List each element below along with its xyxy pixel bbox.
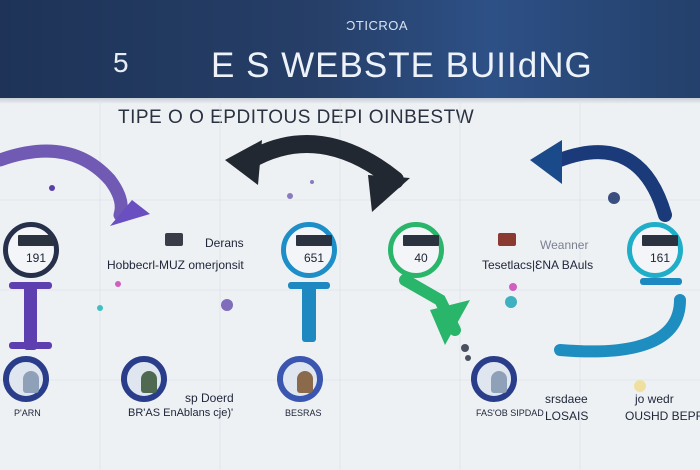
teal-connector-cap — [288, 282, 330, 289]
process-diagram — [0, 100, 700, 470]
header-number: 5 — [113, 47, 129, 78]
dark-curved-arrow — [241, 135, 404, 189]
avatar-node-4 — [471, 356, 517, 402]
node-number: 40 — [414, 251, 428, 265]
thumbnail-image — [498, 233, 516, 246]
dark-arrowhead-right — [368, 175, 410, 212]
navy-curved-arrow — [553, 145, 672, 222]
purple-connector-cap-top — [9, 282, 52, 289]
node-number: 651 — [303, 251, 325, 265]
avatar-node-3 — [277, 356, 323, 402]
navy-arrowhead — [530, 140, 562, 184]
purple-connector — [24, 282, 37, 350]
node-ring-4: 40 — [388, 222, 444, 278]
node-label: srsdaee — [545, 392, 588, 406]
avatar-node-2 — [121, 356, 167, 402]
node-number: 161 — [649, 251, 671, 265]
node-label: sp Doerd — [185, 391, 234, 405]
node-label: Hobbecrl-MUZ omerjonsit — [107, 258, 244, 272]
brand-name: ƆTICROA — [346, 18, 408, 33]
node-label: jo wedr — [635, 392, 674, 406]
thumbnail-image — [165, 233, 183, 246]
person-icon — [297, 371, 313, 393]
purple-connector-cap-bottom — [9, 342, 52, 349]
teal-lower-curve — [554, 294, 686, 358]
node-label: LOSAIS — [545, 409, 589, 423]
node-badge — [18, 235, 54, 246]
node-label: BESRAS — [285, 408, 322, 418]
node-badge — [642, 235, 678, 246]
purple-curved-arrow — [0, 144, 128, 222]
node-number: 191 — [25, 251, 47, 265]
person-icon — [141, 371, 157, 393]
teal-right-connector — [640, 278, 682, 285]
node-badge — [403, 235, 439, 246]
node-ring-1: 191 — [3, 222, 59, 278]
node-label: Tesetlacs|ƐNA BAuls — [482, 258, 594, 272]
node-label: P'ARN — [14, 408, 41, 418]
header-banner — [0, 0, 700, 98]
node-label: Derans — [205, 236, 244, 250]
page-title: E S WEBSTE BUIIdNG — [211, 46, 593, 85]
decor-dots — [49, 180, 646, 392]
dark-arrowhead-left — [225, 140, 262, 185]
green-arrowhead — [430, 300, 470, 345]
node-label: OUSHD BEPRJ — [625, 409, 700, 423]
node-label: BR'AS EnAblans cje)' — [128, 407, 234, 419]
subheading: TIPE O O EPDITOUS DEPI OINBESTW — [118, 107, 475, 128]
person-icon — [23, 371, 39, 393]
person-icon — [491, 371, 507, 393]
node-label: FAS'OB SIPDAD — [476, 408, 544, 418]
teal-connector — [302, 282, 316, 342]
node-badge — [296, 235, 332, 246]
purple-arrowhead — [110, 200, 150, 226]
background-grid — [0, 100, 700, 470]
header-shadow — [0, 98, 700, 104]
node-label: Weanner — [540, 238, 589, 252]
node-ring-6: 161 — [627, 222, 683, 278]
avatar-node-1 — [3, 356, 49, 402]
node-ring-3: 651 — [281, 222, 337, 278]
